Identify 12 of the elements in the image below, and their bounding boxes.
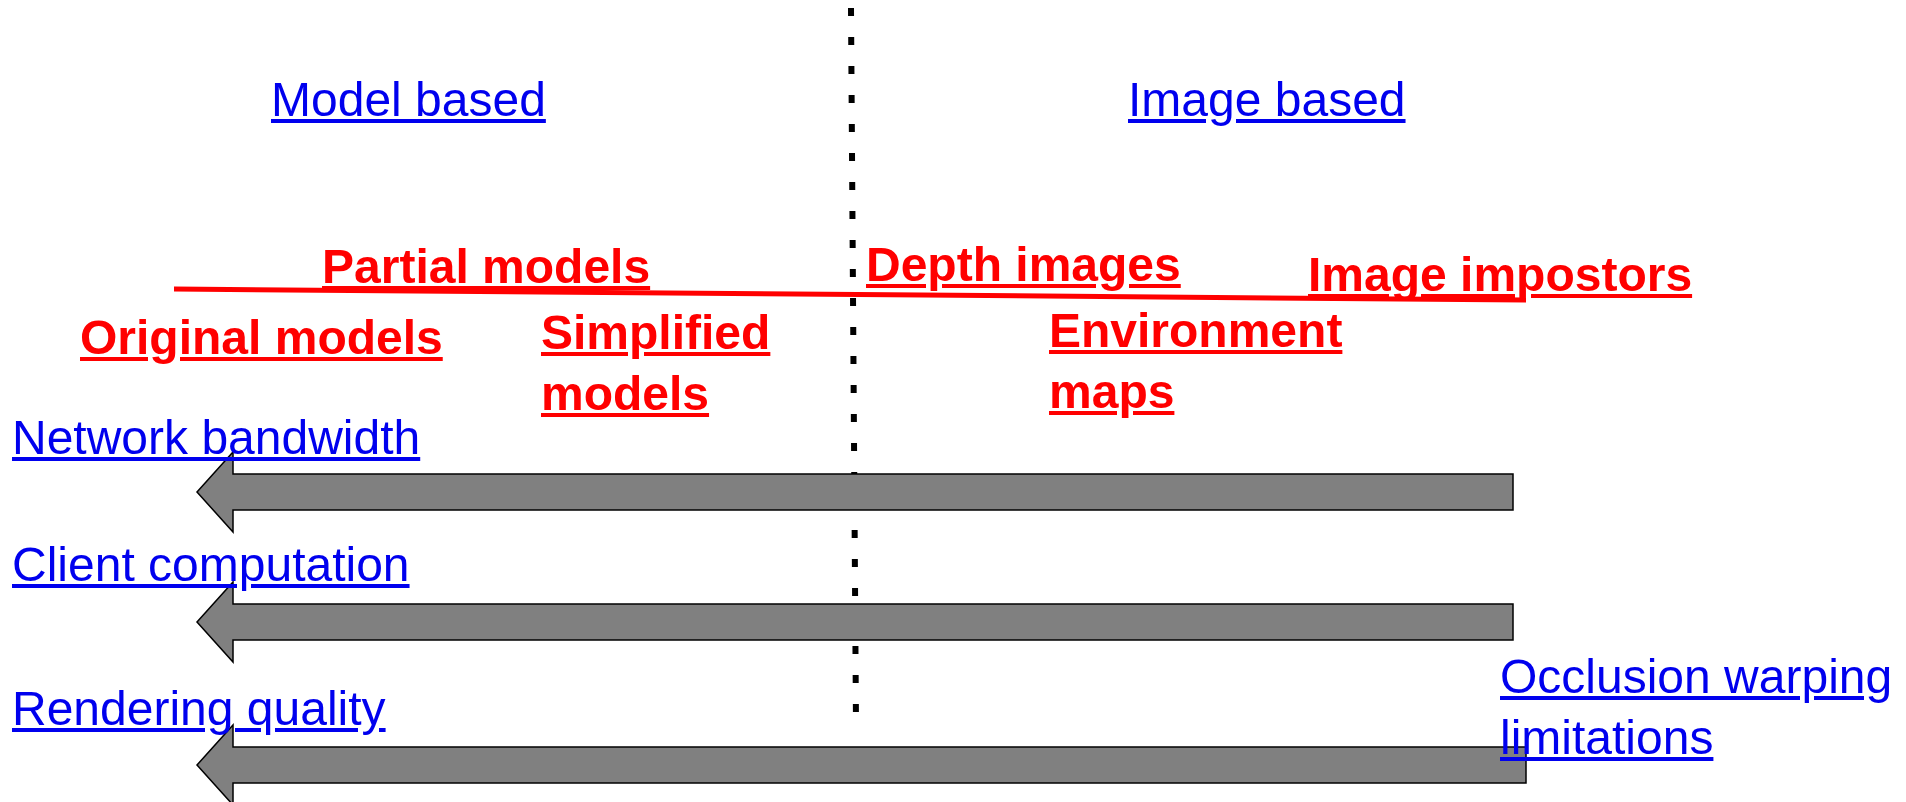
category-label: Image based <box>1128 72 1406 128</box>
technique-label: Depth images <box>866 237 1181 293</box>
metric-label: Network bandwidth <box>12 410 421 466</box>
technique-label: Original models <box>80 310 443 366</box>
technique-label: Partial models <box>322 239 651 295</box>
technique-label: Simplified models <box>541 305 772 422</box>
technique-label: Environment maps <box>1049 303 1344 420</box>
metric-label: Rendering quality <box>12 681 386 737</box>
technique-label: Image impostors <box>1308 247 1693 303</box>
metric-label: Occlusion warping limitations <box>1500 649 1894 766</box>
category-label: Model based <box>271 72 546 128</box>
metric-label: Client computation <box>12 537 410 593</box>
